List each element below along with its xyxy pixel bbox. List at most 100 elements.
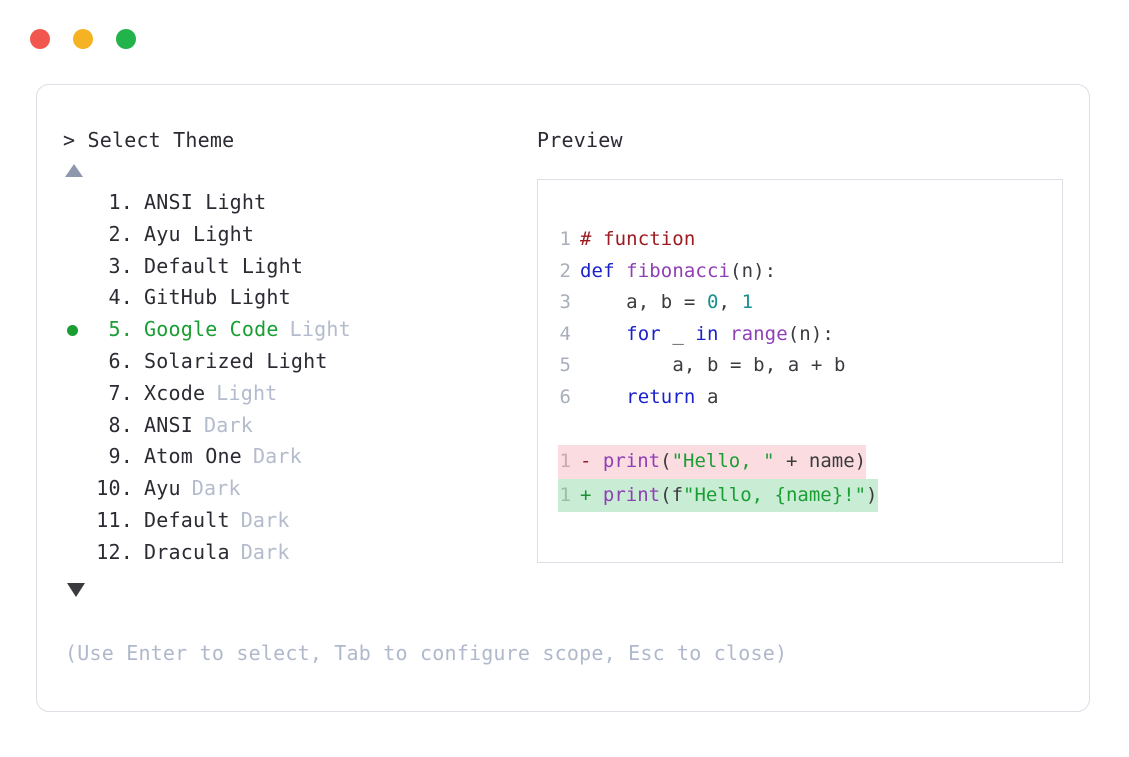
code-token-punctuation [799,354,811,376]
diff-sign: + [580,483,592,506]
code-line-content: return a [571,386,718,408]
theme-item-number: 3. [96,253,133,278]
theme-item-variant: Light [216,380,278,405]
theme-item-name: Default Light [144,253,304,278]
theme-item-variant: Dark [240,539,290,564]
code-token-punctuation: ) [854,450,867,472]
code-token-punctuation: , [683,354,696,376]
close-button[interactable] [30,29,50,49]
theme-item-variant: Dark [191,476,241,501]
theme-item-name: Atom One [144,444,242,469]
code-token-punctuation [742,354,754,376]
code-token-punctuation [684,323,696,345]
minimize-button[interactable] [73,29,93,49]
theme-list-item[interactable]: 1.ANSI Light [63,187,533,219]
theme-item-name: ANSI Light [144,190,267,214]
theme-item-number: 12. [96,539,133,564]
code-token-function: print [602,483,661,506]
code-token-punctuation: ) [753,259,765,282]
theme-list-item[interactable]: 6. Solarized Light [63,346,533,378]
theme-item-name: Default [144,507,230,532]
code-token-punctuation [797,450,808,472]
theme-item-name: ANSI [144,412,193,437]
diff-line-added: 1+ print(f"Hello, {name}!") [558,478,1062,512]
line-number: 5 [559,354,571,376]
code-token-punctuation: , [764,354,777,376]
code-token-identifier: b [753,354,765,376]
code-token-punctuation [719,354,731,376]
code-line: 5 a, b = b, a + b [558,350,1062,382]
theme-item-number: 5. [96,317,133,342]
line-number: 6 [559,385,571,408]
code-token-identifier: a [706,385,719,408]
theme-item-number: 6. [96,348,133,373]
code-token-identifier: a [626,291,638,313]
code-line-content: for _ in range(n): [571,323,834,345]
theme-item-number: 7. [96,380,133,405]
code-token-punctuation [661,323,673,345]
line-number: 1 [559,450,571,472]
code-token-keyword: def [580,259,615,282]
select-theme-prompt: > Select Theme [63,128,235,152]
code-token-identifier: a [787,354,800,376]
code-token-punctuation [730,291,742,313]
code-line: 6 return a [558,382,1062,414]
code-token-keyword: in [695,322,719,345]
theme-item-name: GitHub Light [144,285,291,310]
code-token-punctuation [672,291,684,313]
code-line: 4 for _ in range(n): [558,319,1062,351]
theme-item-name: Ayu Light [144,221,255,246]
code-token-string: "Hello, {name}!" [683,483,867,506]
code-token-keyword: for [626,322,661,345]
code-token-identifier: name [808,450,855,472]
code-line-content: a, b = b, a + b [571,354,846,376]
code-token-punctuation [695,354,707,376]
theme-list-item[interactable]: 3. Default Light [63,251,533,283]
theme-list-item[interactable]: 5. Google Code Light [63,314,533,346]
diff-sign: - [580,450,592,472]
diff-line-inner: 1+ print(f"Hello, {name}!") [558,478,878,512]
theme-list-pane: > Select Theme 1.ANSI Light 2.Ayu Light … [63,127,533,597]
triangle-up-icon[interactable] [65,164,83,177]
theme-item-name: Xcode [144,380,206,405]
diff-gap [591,484,602,506]
triangle-down-icon[interactable] [67,582,85,597]
line-number: 4 [559,322,571,345]
line-number: 1 [559,228,571,250]
theme-item-name: Solarized Light [144,348,328,373]
code-token-punctuation [695,291,707,313]
theme-item-variant: Dark [252,444,302,469]
diff-line-content: - print("Hello, " + name) [571,450,866,472]
code-token-function: print [602,450,661,472]
maximize-button[interactable] [116,29,136,49]
theme-list-item[interactable]: 2. Ayu Light [63,219,533,251]
theme-item-number: 4. [96,285,133,310]
code-token-comment: # function [580,228,696,250]
theme-item-number: 9. [96,444,133,469]
code-token-punctuation [580,323,626,345]
theme-item-number: 2. [96,221,133,246]
diff-line-inner: 1- print("Hello, " + name) [558,445,867,479]
code-line: 1 # function [558,224,1062,256]
code-token-punctuation: ( [787,322,800,345]
theme-selector-card: > Select Theme 1.ANSI Light 2.Ayu Light … [36,84,1090,712]
theme-item-variant: Light [289,317,351,342]
code-token-punctuation: : [764,259,777,282]
diff-gap [591,450,602,472]
line-number: 3 [559,291,571,313]
theme-list-item[interactable]: 9. Atom One Dark [63,441,533,473]
theme-list-item[interactable]: 4. GitHub Light [63,282,533,314]
code-token-identifier: f [671,483,684,506]
window-titlebar [0,0,1129,78]
theme-item-name: Google Code [144,317,279,342]
code-token-punctuation [580,291,626,313]
theme-list-item[interactable]: 7. Xcode Light [63,378,533,410]
keyboard-hint: (Use Enter to select, Tab to configure s… [65,641,788,665]
code-token-identifier: a [672,354,684,376]
